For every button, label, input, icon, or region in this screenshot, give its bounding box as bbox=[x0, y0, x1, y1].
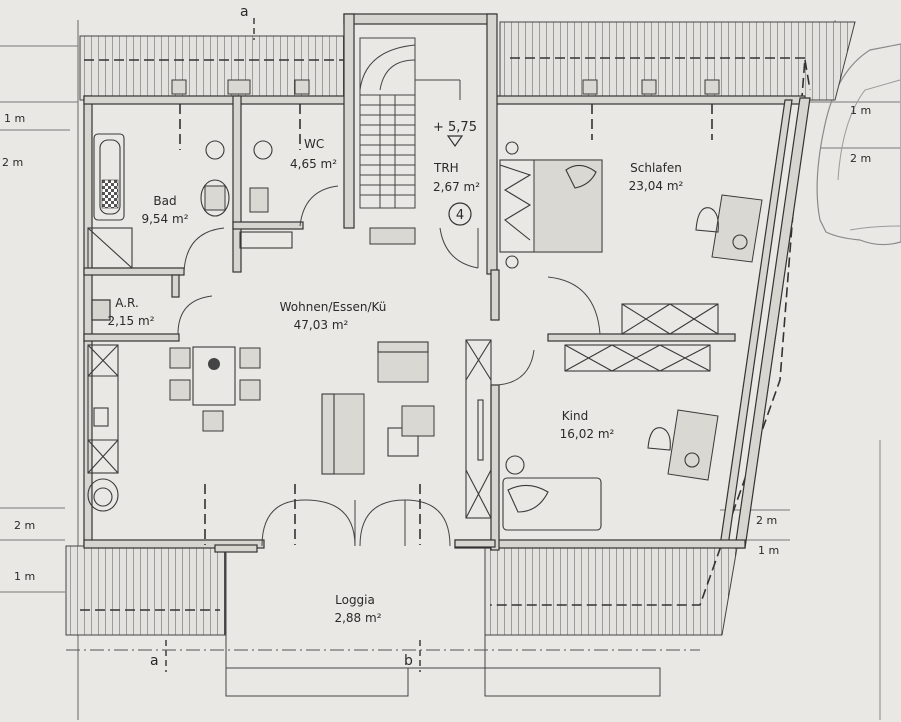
exterior-walls bbox=[83, 95, 811, 549]
svg-text:2,15 m²: 2,15 m² bbox=[107, 314, 154, 328]
svg-text:Kind: Kind bbox=[562, 409, 588, 423]
room-label-kind: Kind 16,02 m² bbox=[560, 409, 615, 441]
windows bbox=[171, 79, 720, 545]
dim-left-1m: 1 m bbox=[4, 112, 25, 125]
dim-right-2m: 2 m bbox=[850, 152, 871, 165]
room-label-wc: WC 4,65 m² bbox=[290, 137, 337, 171]
svg-text:Schlafen: Schlafen bbox=[630, 161, 682, 175]
svg-text:4,65 m²: 4,65 m² bbox=[290, 157, 337, 171]
stair-number-circle bbox=[448, 202, 472, 226]
dim-left-2m-low: 2 m bbox=[14, 519, 35, 532]
kids-room-furniture bbox=[502, 344, 719, 531]
svg-text:Bad: Bad bbox=[153, 194, 176, 208]
section-mark-b-bottom: b bbox=[404, 653, 413, 669]
staircase bbox=[343, 13, 498, 275]
dim-left-1m-low: 1 m bbox=[14, 570, 35, 583]
room-label-bad: Bad 9,54 m² bbox=[141, 194, 188, 226]
svg-text:A.R.: A.R. bbox=[115, 296, 139, 310]
svg-text:9,54 m²: 9,54 m² bbox=[141, 212, 188, 226]
svg-text:16,02 m²: 16,02 m² bbox=[560, 427, 615, 441]
dim-right-2m-low: 2 m bbox=[756, 514, 777, 527]
svg-text:WC: WC bbox=[304, 137, 324, 151]
room-label-schlafen: Schlafen 23,04 m² bbox=[629, 161, 684, 193]
svg-text:23,04 m²: 23,04 m² bbox=[629, 179, 684, 193]
eave-dashed-lines bbox=[80, 57, 811, 611]
dim-right-1m-low: 1 m bbox=[758, 544, 779, 557]
svg-text:Loggia: Loggia bbox=[335, 593, 375, 607]
stair-number: 4 bbox=[456, 208, 464, 223]
level-label: + 5,75 bbox=[433, 120, 477, 135]
roof-hatch-bottom bbox=[65, 541, 739, 636]
section-mark-a-top: a bbox=[240, 4, 249, 20]
dim-left-2m: 2 m bbox=[2, 156, 23, 169]
svg-text:TRH: TRH bbox=[433, 161, 459, 175]
dim-right-1m: 1 m bbox=[850, 104, 871, 117]
section-lines bbox=[66, 18, 700, 672]
room-label-wohnen: Wohnen/Essen/Kü 47,03 m² bbox=[280, 300, 387, 332]
car-outline bbox=[816, 43, 901, 246]
bedroom-furniture bbox=[499, 141, 763, 335]
bathroom-fixtures bbox=[87, 133, 293, 321]
level-marker-icon bbox=[446, 135, 464, 148]
room-label-trh: TRH 2,67 m² bbox=[433, 161, 480, 194]
dining-table bbox=[169, 346, 261, 432]
room-label-ar: A.R. 2,15 m² bbox=[107, 296, 154, 328]
interior-walls bbox=[83, 95, 736, 553]
living-furniture bbox=[321, 339, 492, 519]
roof-hatch-top bbox=[79, 21, 856, 101]
door-swings bbox=[177, 185, 601, 547]
svg-text:2,67 m²: 2,67 m² bbox=[433, 180, 480, 194]
section-mark-a-bottom: a bbox=[150, 653, 159, 669]
room-label-loggia: Loggia 2,88 m² bbox=[334, 593, 381, 625]
svg-text:Wohnen/Essen/Kü: Wohnen/Essen/Kü bbox=[280, 300, 387, 314]
svg-text:47,03 m²: 47,03 m² bbox=[294, 318, 349, 332]
kitchen-fixtures bbox=[87, 344, 119, 512]
svg-text:2,88 m²: 2,88 m² bbox=[334, 611, 381, 625]
stair-treads bbox=[359, 44, 461, 208]
